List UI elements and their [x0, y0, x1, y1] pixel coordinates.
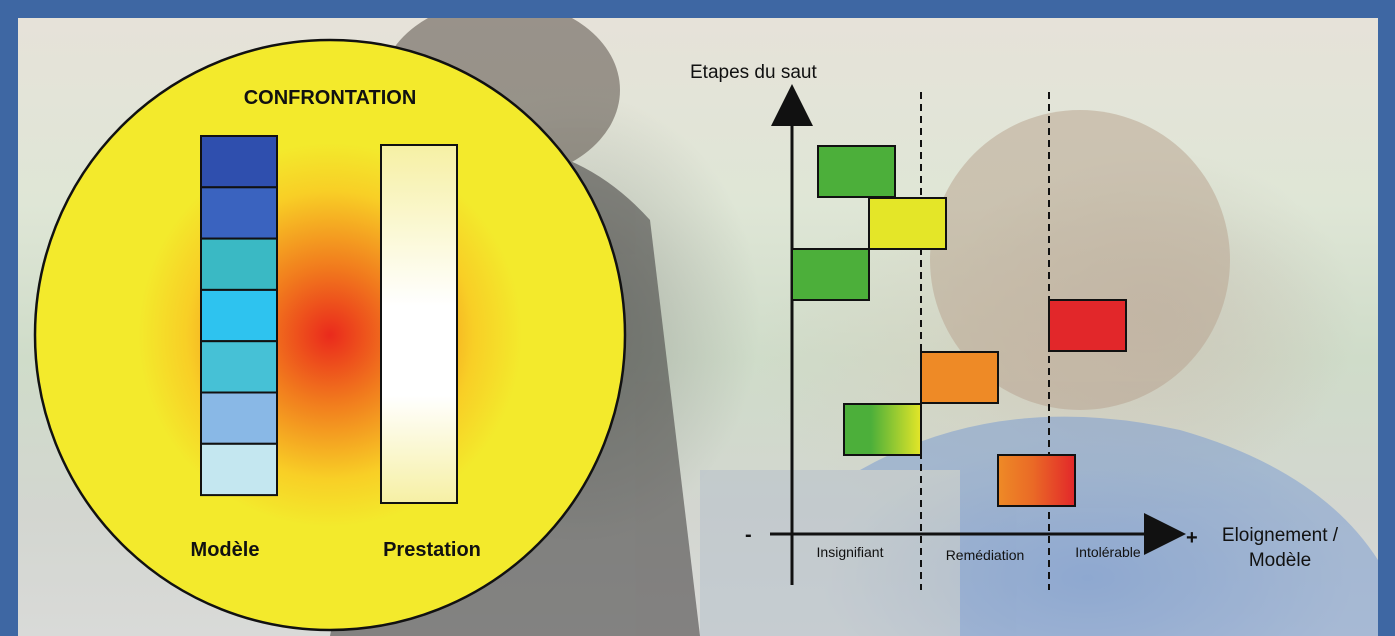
performance-bar	[380, 144, 458, 504]
step-box	[997, 454, 1076, 507]
step-box	[791, 248, 870, 301]
step-boxes	[791, 145, 1127, 507]
illustration-panel: CONFRONTATION Modèle Prestation Etapes d…	[18, 18, 1378, 636]
model-label: Modèle	[191, 539, 260, 561]
x-axis-label-line2: Modèle	[1249, 550, 1311, 571]
background-laptop	[700, 470, 960, 636]
model-segment	[200, 237, 278, 291]
background-head-right	[930, 110, 1230, 410]
model-segment	[200, 135, 278, 189]
x-axis-plus: +	[1186, 527, 1198, 549]
x-axis-label-line1: Eloignement /	[1222, 525, 1339, 546]
model-segment	[200, 340, 278, 394]
step-box	[817, 145, 896, 198]
performance-label: Prestation	[383, 539, 481, 561]
step-box	[868, 197, 947, 250]
background-shirt-right	[860, 416, 1378, 636]
zone-label-remediation: Remédiation	[946, 547, 1025, 563]
step-box	[1048, 299, 1127, 352]
confrontation-circle	[33, 38, 627, 632]
y-axis-label: Etapes du saut	[690, 62, 817, 83]
step-box	[843, 403, 922, 456]
step-box	[920, 351, 999, 404]
x-axis-minus: -	[745, 524, 752, 546]
confrontation-title: CONFRONTATION	[244, 87, 417, 109]
model-bar	[200, 135, 278, 497]
model-segment	[200, 288, 278, 343]
zone-label-insignifiant: Insignifiant	[817, 544, 884, 560]
step-chart: Etapes du saut - + Eloignement / Modèle …	[690, 62, 1339, 590]
model-segment	[200, 391, 278, 445]
illustration-svg: CONFRONTATION Modèle Prestation Etapes d…	[33, 18, 1378, 636]
model-segment	[200, 442, 278, 497]
confrontation-diagram: CONFRONTATION Modèle Prestation	[33, 38, 627, 632]
zone-label-intolerable: Intolérable	[1075, 544, 1141, 560]
model-segment	[200, 186, 278, 240]
